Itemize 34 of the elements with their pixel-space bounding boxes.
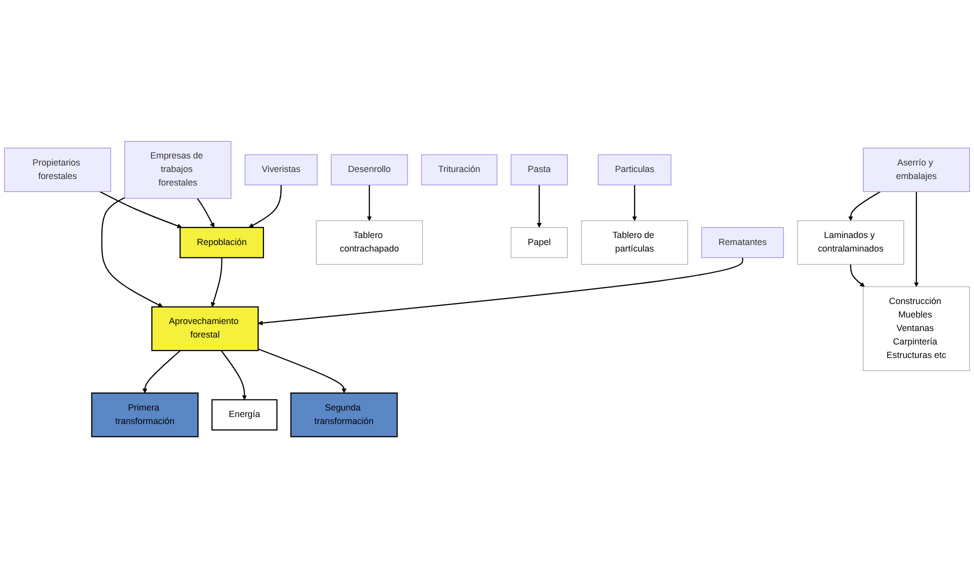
node-box: Rematantes — [701, 227, 784, 258]
arrow — [258, 258, 744, 326]
node-box: Viveristas — [244, 154, 318, 186]
node-box: Segunda transformación — [290, 392, 398, 438]
arrow — [100, 191, 182, 228]
arrow — [220, 350, 247, 400]
arrow — [536, 184, 542, 228]
arrow — [248, 184, 282, 228]
arrow — [632, 184, 638, 221]
node-box: Empresas de trabajos forestales — [124, 141, 232, 199]
node-box: Tablero contrachapado — [316, 220, 423, 265]
node-box: Trituración — [421, 154, 498, 186]
node-box: Energía — [211, 399, 278, 431]
arrow — [196, 198, 214, 228]
arrow — [210, 258, 222, 308]
node-box: Laminados y contralaminados — [797, 220, 904, 265]
node-box: Construcción Muebles Ventanas Carpintería Estructuras etc — [862, 286, 970, 371]
node-box: Propietarios forestales — [4, 148, 112, 192]
node-box: Papel — [510, 227, 568, 258]
arrow — [914, 192, 919, 287]
arrow — [101, 197, 163, 308]
node-box: Aprovechamiento forestal — [151, 306, 259, 352]
arrow — [850, 264, 865, 287]
node-box: Repoblación — [180, 226, 264, 258]
arrow — [366, 184, 372, 221]
node-box: Tablero de partículas — [581, 220, 688, 265]
arrow — [848, 191, 881, 221]
node-box: Particulas — [598, 154, 672, 186]
node-box: Aserrío y embalajes — [862, 148, 970, 192]
node-box: Primera transformación — [91, 392, 199, 438]
arrow — [142, 350, 181, 394]
arrow — [258, 348, 346, 394]
node-box: Desenrollo — [330, 154, 408, 186]
node-box: Pasta — [510, 154, 568, 186]
